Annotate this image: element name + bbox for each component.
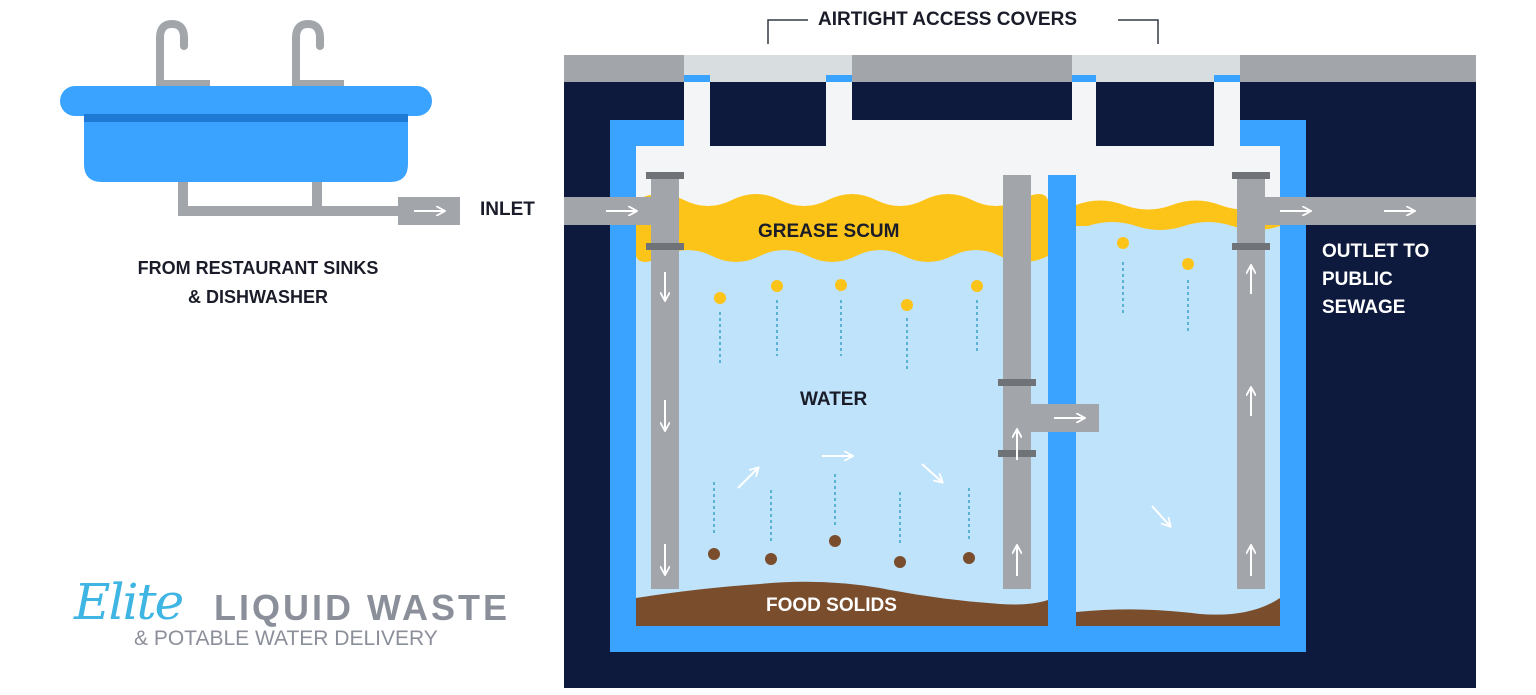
faucet-base-left xyxy=(158,80,210,88)
grease-droplet xyxy=(835,279,847,291)
food-particle xyxy=(765,553,777,565)
surface-slab-left xyxy=(564,55,684,82)
sink-basin xyxy=(84,122,408,182)
flow-arrow-icon xyxy=(1151,505,1170,526)
source-label: FROM RESTAURANT SINKS & DISHWASHER xyxy=(137,258,379,307)
access-cover-right xyxy=(1072,55,1240,82)
sink-icon xyxy=(60,19,460,225)
food-particle xyxy=(829,535,841,547)
covers-bracket xyxy=(767,19,1159,44)
brand-script: Elite xyxy=(74,573,184,631)
cover-shaft-mid xyxy=(852,82,1072,120)
food-solids-label: FOOD SOLIDS xyxy=(766,595,897,616)
faucet-base-right xyxy=(292,80,344,88)
sink-drain-collector xyxy=(178,206,402,216)
crossover-pipe-collar-top xyxy=(998,379,1036,386)
flow-arrows xyxy=(606,211,1414,576)
grease-layer-right xyxy=(1076,200,1280,230)
grease-droplets xyxy=(714,237,1194,372)
water-body xyxy=(636,220,1280,626)
access-cover-left xyxy=(684,55,852,82)
sink-rim xyxy=(60,86,432,116)
grease-droplet xyxy=(714,292,726,304)
brand-main: LIQUID WASTE xyxy=(214,587,510,628)
outlet-pipe-collar-top xyxy=(1232,172,1270,179)
grease-droplet xyxy=(1182,258,1194,270)
covers-label: AIRTIGHT ACCESS COVERS xyxy=(818,9,1077,30)
sink-drain-pipe-1 xyxy=(178,182,188,216)
food-particle xyxy=(894,556,906,568)
food-particle xyxy=(963,552,975,564)
surface-slab-middle xyxy=(852,55,1072,82)
inlet-pipe-vertical xyxy=(651,175,679,589)
outlet-pipe-collar-bottom xyxy=(1232,243,1270,250)
food-solids-right xyxy=(1076,598,1280,626)
grease-droplet xyxy=(771,280,783,292)
outlet-label: OUTLET TO PUBLIC SEWAGE xyxy=(1322,241,1430,318)
flow-arrow-icon xyxy=(737,468,758,489)
food-solids-left xyxy=(636,581,1048,626)
surface-slab-right xyxy=(1240,55,1476,82)
grease-droplet xyxy=(971,280,983,292)
grease-droplet xyxy=(901,299,913,311)
grease-droplet xyxy=(1117,237,1129,249)
inlet-pipe-collar-top xyxy=(646,172,684,179)
inlet-pipe-collar-bottom xyxy=(646,243,684,250)
brand-logo: Elite LIQUID WASTE & POTABLE WATER DELIV… xyxy=(70,573,520,658)
faucet-left xyxy=(156,19,188,92)
inlet-label: INLET xyxy=(480,199,535,220)
faucet-right xyxy=(292,19,324,92)
food-particles xyxy=(708,474,975,568)
sink-drain-pipe-2 xyxy=(312,182,322,216)
water-label: WATER xyxy=(800,389,868,410)
outlet-pipe-vertical xyxy=(1237,175,1265,589)
sink-rim-shadow xyxy=(84,114,408,124)
brand-sub: & POTABLE WATER DELIVERY xyxy=(134,627,438,650)
baffle-wall xyxy=(1048,175,1076,626)
flow-arrow-icon xyxy=(921,463,942,482)
grease-layer xyxy=(636,194,1048,262)
food-particle xyxy=(708,548,720,560)
grease-scum-label: GREASE SCUM xyxy=(758,221,900,242)
